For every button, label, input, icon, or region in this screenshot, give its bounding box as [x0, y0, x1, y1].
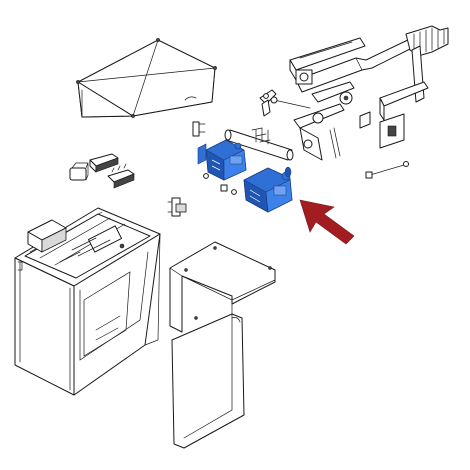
gearmotor-right	[243, 166, 293, 213]
linkage-arms	[259, 25, 449, 161]
side-panel-flanged	[169, 241, 276, 333]
control-unit-frame	[14, 207, 161, 396]
small-bracket	[167, 197, 187, 217]
terminal-blocks	[69, 153, 135, 189]
pins-and-bolts	[192, 96, 409, 209]
cover-lid	[76, 38, 217, 118]
drive-shaft	[224, 129, 294, 161]
arrow-pointing-up-left-icon	[299, 199, 355, 245]
gearmotor-left	[197, 139, 247, 181]
front-door-panel	[171, 313, 245, 449]
